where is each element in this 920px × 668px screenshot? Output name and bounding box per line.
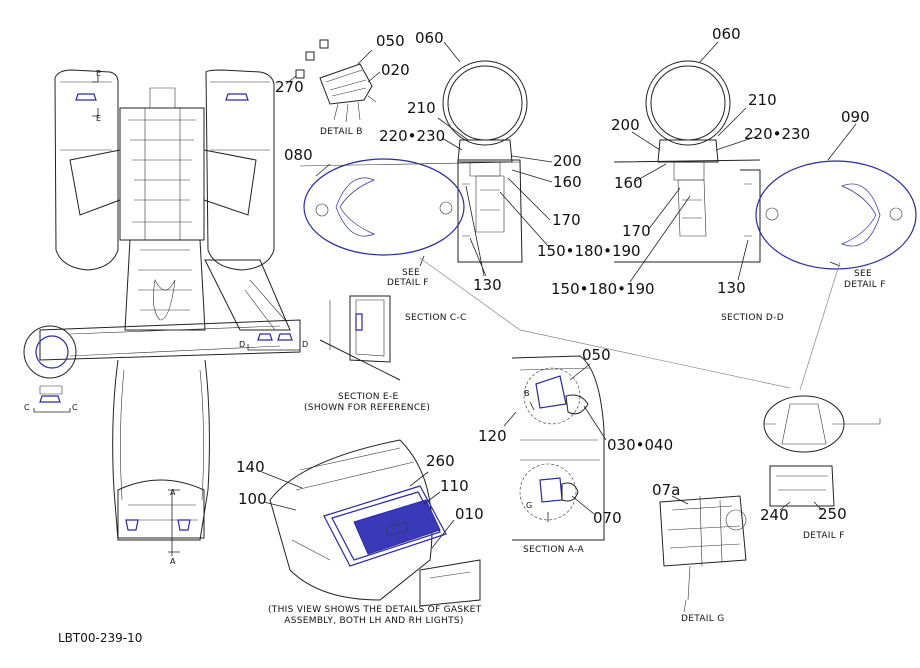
callout-220-230-left: 220•230 [379,127,446,145]
callout-150-180-190-right: 150•180•190 [551,280,655,298]
caption-detail-f: DETAIL F [803,531,845,541]
callout-050-top: 050 [376,32,405,50]
tractor-top-view [23,69,301,556]
callout-260: 260 [426,452,455,470]
section-aa-drawing [503,355,607,541]
callout-140: 140 [236,458,265,476]
section-ee-drawing [319,295,401,381]
callout-07a: 07a [652,481,681,499]
callout-120: 120 [478,427,507,445]
caption-gasket-note-2: ASSEMBLY, BOTH LH AND RH LIGHTS) [284,616,464,626]
gasket-outline [323,485,447,567]
callout-080: 080 [284,146,313,164]
callout-250: 250 [818,505,847,523]
callout-150-180-190-left: 150•180•190 [537,242,641,260]
callout-130-right: 130 [717,279,746,297]
section-letter-d-right: D [302,340,309,349]
caption-see-detail-f-left-2: DETAIL F [387,278,429,288]
section-letter-c-left: C [24,403,30,412]
detail-b-drawing [285,39,381,123]
section-letter-e-bottom: E [96,114,102,123]
section-letter-e-top: E [96,69,102,78]
oval-lamp-080 [303,158,465,256]
callout-220-230-right: 220•230 [744,125,811,143]
caption-detail-g: DETAIL G [681,614,725,624]
drawing-id: LBT00-239-10 [58,631,143,645]
headlamp-left [35,335,69,369]
callout-010: 010 [455,505,484,523]
caption-section-cc: SECTION C-C [405,313,467,323]
callout-170-left: 170 [552,211,581,229]
callout-160-right: 160 [614,174,643,192]
callout-060-left: 060 [415,29,444,47]
section-letter-a-top: A [170,488,176,497]
caption-section-dd: SECTION D-D [721,313,784,323]
caption-see-detail-f-right-2: DETAIL F [844,280,886,290]
caption-section-aa: SECTION A-A [523,545,584,555]
callout-100: 100 [238,490,267,508]
section-letter-g: G [526,501,533,510]
callout-270: 270 [275,78,304,96]
callout-160-left: 160 [553,173,582,191]
callout-210-left: 210 [407,99,436,117]
caption-gasket-note-1: (THIS VIEW SHOWS THE DETAILS OF GASKET [268,605,482,615]
detail-f-drawing [763,395,881,511]
caption-section-ee-note: (SHOWN FOR REFERENCE) [304,403,431,413]
section-letter-a-bottom: A [170,557,176,566]
caption-see-detail-f-right-1: SEE [854,269,872,279]
callout-130-left: 130 [473,276,502,294]
callout-070: 070 [593,509,622,527]
callout-200-right: 200 [611,116,640,134]
detail-g-drawing [659,495,747,613]
callout-030-040: 030•040 [607,436,674,454]
section-letter-c-right: C [72,403,78,412]
section-letter-d-left: D [239,340,246,349]
callout-110: 110 [440,477,469,495]
callout-090: 090 [841,108,870,126]
caption-section-ee: SECTION E-E [338,392,399,402]
oval-lamp-090 [755,160,917,270]
lamp-right-fender [225,93,249,101]
callout-200-left: 200 [553,152,582,170]
callout-060-right: 060 [712,25,741,43]
callout-210-right: 210 [748,91,777,109]
lamp-lens [353,499,441,555]
section-dd-drawing [613,41,917,283]
section-letter-b: B [524,389,530,398]
lamp-left-fender [75,93,97,101]
section-cc-drawing [299,41,553,277]
callout-020: 020 [381,61,410,79]
callout-240: 240 [760,506,789,524]
callout-170-right: 170 [622,222,651,240]
gasket-view-drawing [261,439,481,607]
caption-see-detail-f-left-1: SEE [402,268,420,278]
callout-050-mid: 050 [582,346,611,364]
caption-detail-b: DETAIL B [320,127,363,137]
